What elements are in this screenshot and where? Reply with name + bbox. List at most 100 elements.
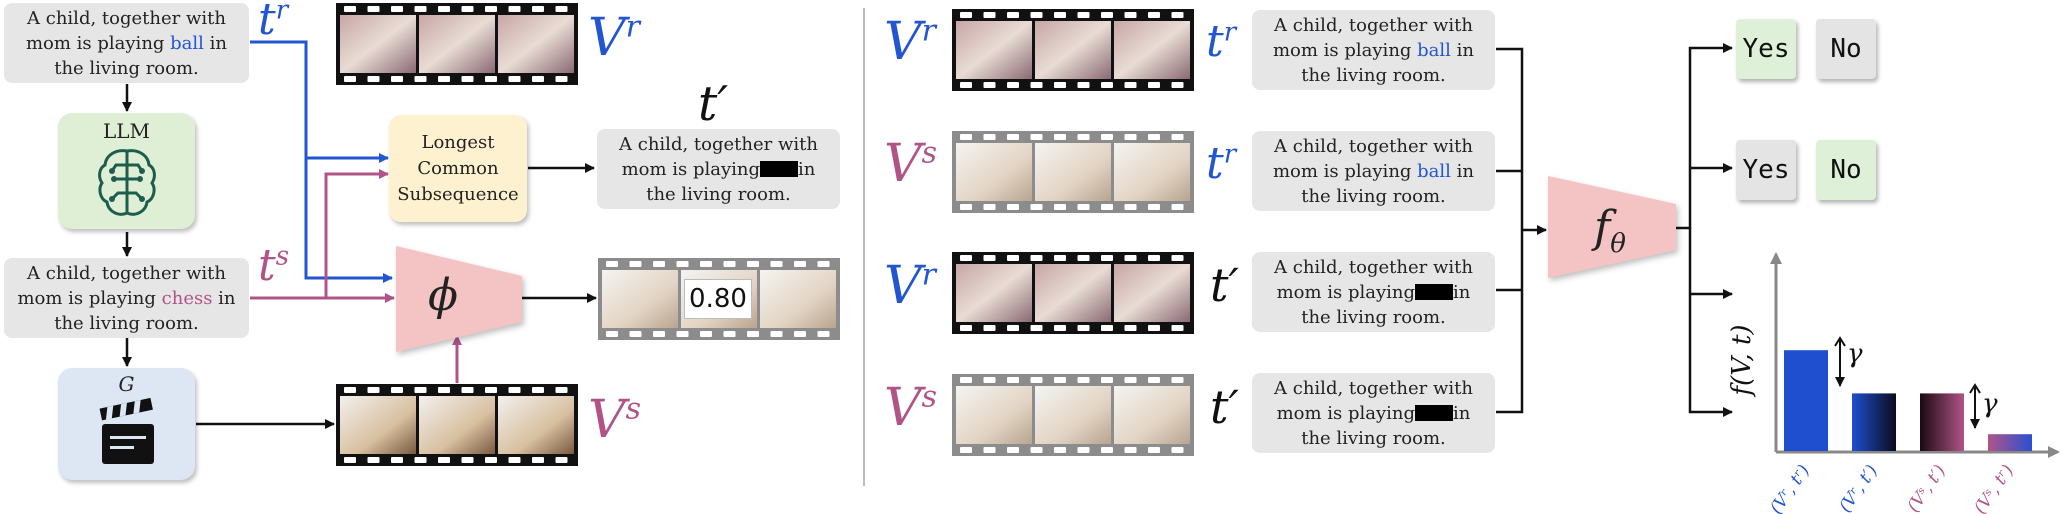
vs2-sup: s — [921, 135, 937, 171]
sprocket-hole — [461, 387, 474, 393]
sprocket-hole — [1054, 325, 1066, 331]
sprocket-hole — [794, 261, 806, 267]
lcs-line-2: Common — [417, 157, 499, 179]
sprocket-hole — [555, 6, 568, 12]
sprocket-hole — [1101, 325, 1113, 331]
prompt-synth-line-2: mom is playing chess in — [17, 286, 235, 311]
prompt-real-line-1: A child, together with — [27, 7, 226, 29]
sprocket-hole — [391, 6, 403, 12]
sprocket-hole — [960, 204, 972, 210]
sprocket-hole — [508, 457, 521, 463]
arrow-to-yes-no-1 — [1676, 43, 1733, 230]
bar-label-4: (Vˢ, tʳ) — [1970, 461, 2018, 514]
label-tprime-row4: t′ — [1210, 380, 1239, 434]
masked-in: in — [798, 158, 816, 180]
masked-line-2: mom is playing in — [622, 157, 816, 182]
sprocket-hole — [1077, 82, 1090, 88]
gamma-gap-1-tip — [1834, 336, 1846, 347]
sprocket-hole — [960, 325, 972, 331]
tr-base: t — [258, 0, 276, 45]
sprocket-hole — [1077, 12, 1090, 18]
sprocket-hole — [367, 76, 380, 82]
gamma-label-1: γ — [1847, 339, 1863, 369]
prompt-real-line-3: the living room. — [54, 57, 199, 79]
sprocket-hole — [438, 76, 450, 82]
sprocket-hole — [1124, 447, 1137, 453]
lcs-line-3: Subsequence — [397, 183, 519, 205]
bar-2 — [1852, 393, 1896, 451]
sprocket-hole — [700, 261, 712, 267]
prompt-synth-line-1: A child, together with — [27, 262, 226, 284]
row3-text: mom is playing — [1276, 281, 1416, 303]
sprocket-hole — [1054, 134, 1066, 140]
sprocket-hole — [1124, 204, 1137, 210]
sprocket-hole — [508, 387, 521, 393]
sprocket-hole — [747, 331, 759, 337]
sprocket-hole — [960, 82, 972, 88]
sprocket-hole — [1148, 12, 1160, 18]
label-vr-left: Vr — [588, 8, 640, 68]
sprocket-hole — [1101, 447, 1113, 453]
sprocket-hole — [1007, 447, 1019, 453]
sprocket-hole — [508, 76, 521, 82]
row4-redacted — [1415, 404, 1454, 421]
score-bar-chart: (Vʳ, tʳ)(Vʳ, t′)(Vˢ, t′)(Vˢ, tʳ) f(V, t)… — [1727, 252, 2060, 514]
llm-block: LLM — [58, 113, 195, 229]
sprocket-hole — [1030, 377, 1043, 383]
generator-label: G — [118, 372, 135, 396]
sprocket-hole — [532, 457, 544, 463]
sprocket-hole — [485, 76, 497, 82]
f-theta-label: fθ — [1594, 202, 1626, 259]
row2-word: ball — [1417, 160, 1451, 182]
bar-label-3: (Vˢ, t′) — [1903, 461, 1950, 514]
sprocket-hole — [344, 6, 356, 12]
label-vs-row2: Vs — [884, 134, 937, 194]
sprocket-hole — [555, 387, 568, 393]
sprocket-hole — [1148, 447, 1160, 453]
sprocket-hole — [461, 457, 474, 463]
tr1-sup: r — [1223, 17, 1237, 48]
sprocket-hole — [391, 76, 403, 82]
sprocket-hole — [794, 331, 806, 337]
f-theta-sub: θ — [1610, 228, 1626, 259]
sprocket-hole — [414, 6, 427, 12]
sprocket-hole — [960, 255, 972, 261]
sprocket-hole — [438, 387, 450, 393]
sprocket-hole — [983, 12, 996, 18]
answer-yes-2: Yes — [1736, 140, 1796, 200]
sprocket-hole — [983, 204, 996, 210]
label-tr-left: tr — [258, 0, 288, 45]
masked-text: mom is playing — [621, 158, 761, 180]
bar-4 — [1988, 434, 2032, 451]
sprocket-hole — [770, 261, 783, 267]
tr1-base: t — [1206, 16, 1224, 67]
row2-text: mom is playing — [1272, 160, 1418, 182]
sprocket-hole — [1101, 204, 1113, 210]
sprocket-hole — [960, 377, 972, 383]
score-value: 0.80 — [684, 279, 752, 319]
sprocket-hole — [960, 134, 972, 140]
row3-line-3: the living room. — [1301, 306, 1446, 328]
sprocket-hole — [1030, 325, 1043, 331]
sprocket-hole — [1124, 377, 1137, 383]
sprocket-hole — [983, 255, 996, 261]
filmstrip-scored — [598, 258, 840, 340]
filmstrip-synthetic-bottom — [336, 384, 578, 466]
masked-line-3: the living room. — [646, 183, 791, 205]
prompt-synth-in: in — [212, 287, 236, 309]
sprocket-hole — [414, 76, 427, 82]
filmstrip-real-top — [336, 3, 578, 85]
sprocket-hole — [1171, 12, 1184, 18]
arrow-ts-to-lcs — [324, 169, 389, 298]
sprocket-hole — [1077, 377, 1090, 383]
label-t-prime-left: t′ — [698, 76, 729, 132]
answer-yes-1: Yes — [1736, 19, 1796, 79]
arrow-to-chart — [1688, 228, 1733, 417]
row3-redacted — [1415, 283, 1454, 300]
sprocket-hole — [414, 457, 427, 463]
vr3-base: V — [884, 256, 922, 316]
sprocket-hole — [555, 76, 568, 82]
vs-base: V — [588, 390, 626, 450]
bar-label-2: (Vʳ, t′) — [1835, 461, 1882, 514]
